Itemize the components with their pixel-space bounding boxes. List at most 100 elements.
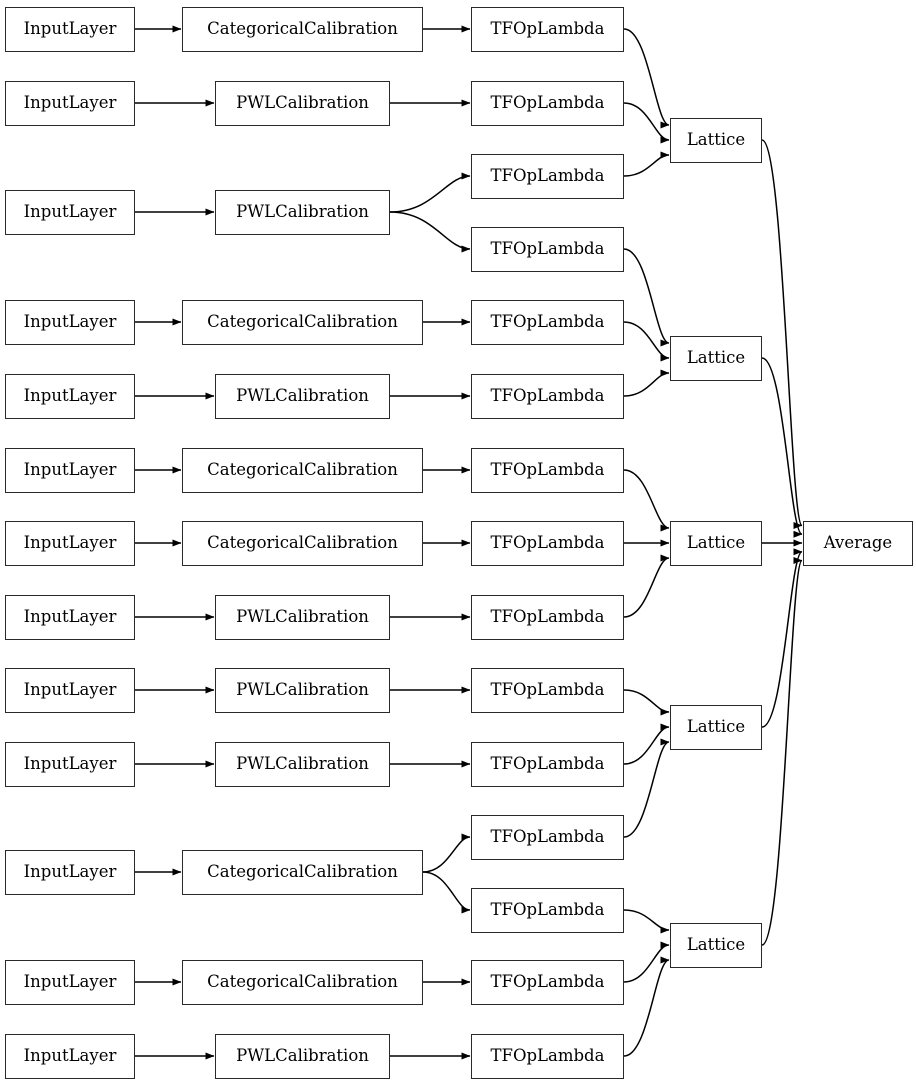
node-categorical-calibration-0[interactable]: CategoricalCalibration	[182, 6, 423, 52]
edge-cal2-to-op3	[389, 211, 471, 253]
node-pwl-calibration-12[interactable]: PWLCalibration	[215, 1033, 390, 1079]
edge-op3-to-lat1	[623, 248, 670, 347]
edge-op12-to-lat4	[623, 909, 670, 934]
node-input-layer-10[interactable]: InputLayer	[5, 849, 135, 895]
node-tf-op-lambda-1[interactable]: TFOpLambda	[471, 80, 624, 126]
node-tf-op-lambda-2[interactable]: TFOpLambda	[471, 153, 624, 199]
node-tf-op-lambda-0[interactable]: TFOpLambda	[471, 6, 624, 52]
node-categorical-calibration-5[interactable]: CategoricalCalibration	[182, 447, 423, 493]
node-input-layer-0[interactable]: InputLayer	[5, 6, 135, 52]
edge-lat4-to-avg	[761, 557, 803, 946]
node-lattice-4[interactable]: Lattice	[670, 922, 762, 968]
node-categorical-calibration-6[interactable]: CategoricalCalibration	[182, 520, 423, 566]
edge-lat0-to-avg	[761, 139, 803, 529]
node-average[interactable]: Average	[803, 520, 913, 566]
node-input-layer-5-label: InputLayer	[23, 459, 117, 479]
node-input-layer-7-label: InputLayer	[23, 606, 117, 626]
node-categorical-calibration-10-label: CategoricalCalibration	[207, 861, 398, 881]
node-tf-op-lambda-8[interactable]: TFOpLambda	[471, 594, 624, 640]
edge-op2-to-lat0	[623, 151, 670, 177]
edge-op8-to-lat2	[623, 554, 670, 618]
edge-op14-to-lat4	[623, 956, 670, 1057]
node-pwl-calibration-1[interactable]: PWLCalibration	[215, 80, 390, 126]
node-pwl-calibration-2[interactable]: PWLCalibration	[215, 189, 390, 235]
node-lattice-4-label: Lattice	[686, 934, 746, 954]
edge-op5-to-lat1	[623, 369, 670, 397]
node-pwl-calibration-4-label: PWLCalibration	[236, 385, 369, 405]
node-pwl-calibration-4[interactable]: PWLCalibration	[215, 373, 390, 419]
node-pwl-calibration-8[interactable]: PWLCalibration	[215, 667, 390, 713]
node-tf-op-lambda-5[interactable]: TFOpLambda	[471, 373, 624, 419]
node-categorical-calibration-3-label: CategoricalCalibration	[207, 311, 398, 331]
node-input-layer-12[interactable]: InputLayer	[5, 1033, 135, 1079]
node-input-layer-4-label: InputLayer	[23, 385, 117, 405]
node-input-layer-12-label: InputLayer	[23, 1045, 117, 1065]
node-tf-op-lambda-11[interactable]: TFOpLambda	[471, 814, 624, 860]
edge-op6-to-lat2	[623, 469, 670, 532]
node-lattice-3-label: Lattice	[686, 716, 746, 736]
node-tf-op-lambda-10[interactable]: TFOpLambda	[471, 741, 624, 787]
node-input-layer-4[interactable]: InputLayer	[5, 373, 135, 419]
node-categorical-calibration-6-label: CategoricalCalibration	[207, 532, 398, 552]
node-lattice-2[interactable]: Lattice	[670, 520, 762, 566]
node-categorical-calibration-11[interactable]: CategoricalCalibration	[182, 959, 423, 1005]
node-tf-op-lambda-11-label: TFOpLambda	[490, 826, 605, 846]
node-input-layer-9[interactable]: InputLayer	[5, 741, 135, 787]
node-tf-op-lambda-5-label: TFOpLambda	[490, 385, 605, 405]
node-input-layer-10-label: InputLayer	[23, 861, 117, 881]
node-categorical-calibration-11-label: CategoricalCalibration	[207, 971, 398, 991]
edge-cal2-to-op2	[389, 172, 471, 213]
node-tf-op-lambda-2-label: TFOpLambda	[490, 165, 605, 185]
node-tf-op-lambda-14-label: TFOpLambda	[490, 1045, 605, 1065]
node-categorical-calibration-5-label: CategoricalCalibration	[207, 459, 398, 479]
node-tf-op-lambda-7-label: TFOpLambda	[490, 532, 605, 552]
node-lattice-3[interactable]: Lattice	[670, 704, 762, 750]
node-tf-op-lambda-14[interactable]: TFOpLambda	[471, 1033, 624, 1079]
node-input-layer-2[interactable]: InputLayer	[5, 189, 135, 235]
node-tf-op-lambda-12-label: TFOpLambda	[490, 899, 605, 919]
node-tf-op-lambda-13-label: TFOpLambda	[490, 971, 605, 991]
node-input-layer-8-label: InputLayer	[23, 679, 117, 699]
node-tf-op-lambda-6-label: TFOpLambda	[490, 459, 605, 479]
node-tf-op-lambda-6[interactable]: TFOpLambda	[471, 447, 624, 493]
node-tf-op-lambda-12[interactable]: TFOpLambda	[471, 887, 624, 933]
node-input-layer-8[interactable]: InputLayer	[5, 667, 135, 713]
node-tf-op-lambda-3[interactable]: TFOpLambda	[471, 226, 624, 272]
node-input-layer-6[interactable]: InputLayer	[5, 520, 135, 566]
node-input-layer-1[interactable]: InputLayer	[5, 80, 135, 126]
node-categorical-calibration-3[interactable]: CategoricalCalibration	[182, 299, 423, 345]
node-pwl-calibration-8-label: PWLCalibration	[236, 679, 369, 699]
node-input-layer-1-label: InputLayer	[23, 92, 117, 112]
node-pwl-calibration-7[interactable]: PWLCalibration	[215, 594, 390, 640]
node-pwl-calibration-12-label: PWLCalibration	[236, 1045, 369, 1065]
node-tf-op-lambda-0-label: TFOpLambda	[490, 18, 605, 38]
node-tf-op-lambda-3-label: TFOpLambda	[490, 238, 605, 258]
node-input-layer-3-label: InputLayer	[23, 311, 117, 331]
node-input-layer-3[interactable]: InputLayer	[5, 299, 135, 345]
node-lattice-1[interactable]: Lattice	[670, 335, 762, 381]
node-tf-op-lambda-4[interactable]: TFOpLambda	[471, 299, 624, 345]
node-categorical-calibration-10[interactable]: CategoricalCalibration	[182, 849, 423, 895]
node-input-layer-11[interactable]: InputLayer	[5, 959, 135, 1005]
node-tf-op-lambda-1-label: TFOpLambda	[490, 92, 605, 112]
edge-op13-to-lat4	[623, 941, 670, 983]
node-tf-op-lambda-13[interactable]: TFOpLambda	[471, 959, 624, 1005]
node-pwl-calibration-9[interactable]: PWLCalibration	[215, 741, 390, 787]
node-pwl-calibration-1-label: PWLCalibration	[236, 92, 369, 112]
node-input-layer-5[interactable]: InputLayer	[5, 447, 135, 493]
edge-op0-to-lat0	[623, 28, 670, 129]
node-categorical-calibration-0-label: CategoricalCalibration	[207, 18, 398, 38]
node-lattice-0-label: Lattice	[686, 129, 746, 149]
node-tf-op-lambda-9[interactable]: TFOpLambda	[471, 667, 624, 713]
node-tf-op-lambda-4-label: TFOpLambda	[490, 311, 605, 331]
node-input-layer-9-label: InputLayer	[23, 753, 117, 773]
edge-op4-to-lat1	[623, 321, 670, 362]
node-lattice-0[interactable]: Lattice	[670, 117, 762, 163]
edge-cal10-to-op11	[422, 833, 471, 873]
node-tf-op-lambda-8-label: TFOpLambda	[490, 606, 605, 626]
node-input-layer-11-label: InputLayer	[23, 971, 117, 991]
node-input-layer-7[interactable]: InputLayer	[5, 594, 135, 640]
node-tf-op-lambda-7[interactable]: TFOpLambda	[471, 520, 624, 566]
